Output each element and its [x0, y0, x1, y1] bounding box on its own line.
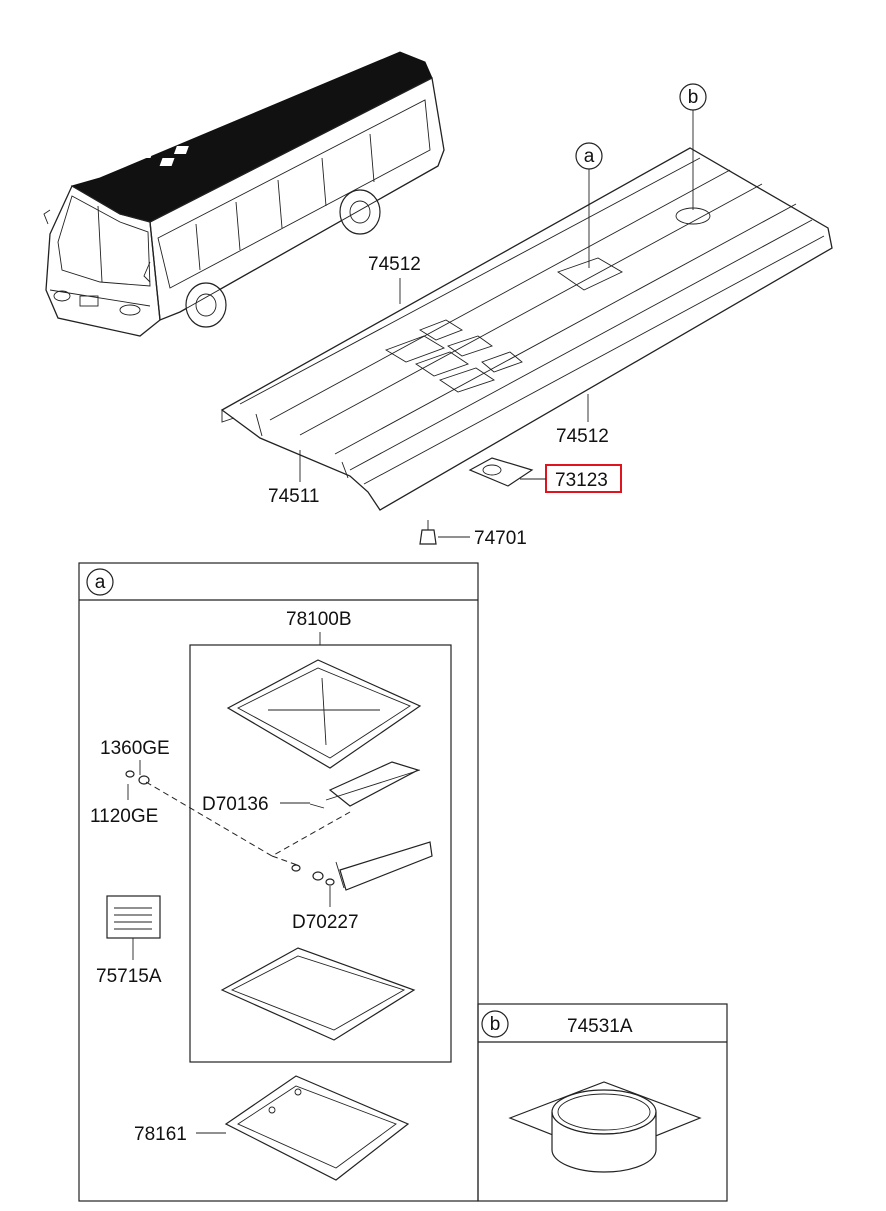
label-bolt: 1360GE	[100, 738, 170, 759]
hinge-shape	[325, 761, 421, 807]
label-vent-ring: 74531A	[567, 1016, 633, 1037]
detail-b-panel: b 74531A	[477, 1003, 728, 1202]
label-panel-main: 74511	[268, 486, 319, 507]
svg-text:b: b	[688, 87, 699, 108]
callout-a-top: a	[575, 142, 603, 268]
label-pad-highlighted[interactable]: 73123	[545, 464, 622, 493]
pad-73123-shape	[468, 457, 534, 487]
label-pin-2: D70227	[292, 912, 359, 933]
svg-text:a: a	[584, 146, 595, 167]
label-pin-1: D70136	[202, 794, 269, 815]
outer-frame-shape	[224, 1075, 410, 1181]
vent-ring-shape	[508, 1081, 702, 1173]
svg-text:a: a	[95, 572, 106, 593]
label-plate-text: 75715A	[96, 966, 162, 987]
hatch-lid-shape	[226, 659, 422, 769]
inner-frame-shape	[220, 947, 416, 1041]
fasteners	[125, 770, 335, 886]
label-hatch-assy: 78100B	[286, 609, 352, 630]
svg-text:73123: 73123	[555, 470, 608, 491]
svg-text:b: b	[490, 1014, 501, 1035]
label-washer: 1120GE	[90, 806, 158, 827]
rivet-shape	[419, 520, 437, 545]
callout-b-top: b	[679, 83, 707, 210]
bus-illustration	[43, 51, 445, 337]
label-panel-upper: 74512	[368, 254, 421, 275]
label-frame: 78161	[134, 1124, 187, 1145]
bracket-shape	[335, 841, 433, 891]
detail-a-panel: a 78100B	[78, 562, 479, 1202]
highlight-box	[545, 464, 622, 493]
label-rivet: 74701	[474, 528, 527, 549]
roof-panel-assembly	[220, 147, 833, 545]
label-panel-lower: 74512	[556, 426, 609, 447]
label-plate-shape	[106, 895, 161, 939]
